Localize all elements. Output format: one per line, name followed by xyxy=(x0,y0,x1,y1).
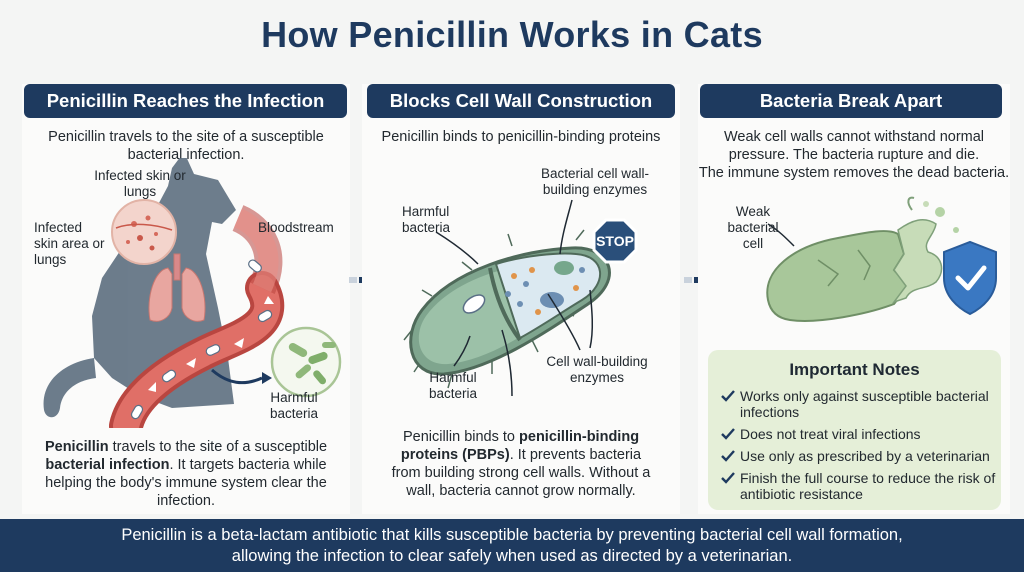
infected-skin-closeup xyxy=(111,199,177,265)
label-harmful-bacteria-1: Harmful bacteria xyxy=(269,390,319,421)
panel-header-3: Bacteria Break Apart xyxy=(700,84,1002,118)
panel-intro-2: Penicillin binds to penicillin-binding p… xyxy=(381,129,661,145)
bacterium-body xyxy=(403,229,611,389)
note-text: Finish the full course to reduce the ris… xyxy=(740,470,996,502)
ruptured-bacterium xyxy=(766,196,963,322)
intro-line-2: pressure. The bacteria rupture and die. xyxy=(728,147,980,163)
important-notes-box: Important Notes Works only against susce… xyxy=(708,350,1001,510)
note-item: Does not treat viral infections xyxy=(720,426,995,442)
label-enzymes-bottom: Cell wall-building enzymes xyxy=(546,354,648,385)
panel-body-2: Penicillin binds to penicillin-binding p… xyxy=(391,429,651,499)
footer-line-1: Penicillin is a beta-lactam antibiotic t… xyxy=(121,526,903,544)
ruptured-bacterium-illustration xyxy=(766,196,997,322)
label-weak-bacterial-cell: Weak bacterial cell xyxy=(727,204,779,251)
note-item: Use only as prescribed by a veterinarian xyxy=(720,448,995,464)
panel-blocks-cell-wall: Blocks Cell Wall Construction Penicillin… xyxy=(362,84,680,514)
label-bloodstream: Bloodstream xyxy=(258,220,334,235)
notes-title: Important Notes xyxy=(789,360,920,379)
footer-line-2: allowing the infection to clear safely w… xyxy=(231,547,793,565)
summary-footer: Penicillin is a beta-lactam antibiotic t… xyxy=(0,519,1024,572)
note-text: Works only against susceptible bacterial… xyxy=(740,388,989,420)
flow-arrows xyxy=(148,296,274,392)
note-text: Does not treat viral infections xyxy=(740,426,921,442)
note-text: Use only as prescribed by a veterinarian xyxy=(740,448,990,464)
lungs-icon xyxy=(148,253,206,322)
cat-bloodstream-illustration xyxy=(43,158,342,428)
note-item: Finish the full course to reduce the ris… xyxy=(720,470,995,502)
panel-intro-3: Weak cell walls cannot withstand normal … xyxy=(698,128,1010,182)
intro-line-3: The immune system removes the dead bacte… xyxy=(698,165,1010,181)
label-harmful-bacteria-2: Harmful bacteria xyxy=(402,204,451,235)
check-icon xyxy=(721,472,735,484)
label-infected-left: Infected skin area or lungs xyxy=(34,220,105,267)
check-icon xyxy=(721,390,735,402)
panel-reaches-infection: Penicillin Reaches the Infection Penicil… xyxy=(22,84,350,514)
intro-line-1: Weak cell walls cannot withstand normal xyxy=(723,129,985,145)
panel-intro-1: Penicillin travels to the site of a susc… xyxy=(48,129,324,163)
panel-header-1: Penicillin Reaches the Infection xyxy=(24,84,347,118)
bacterium-cutaway-illustration xyxy=(403,199,638,397)
harmful-bacteria-closeup xyxy=(270,326,342,398)
panel-header-2: Blocks Cell Wall Construction xyxy=(367,84,675,118)
shield-check-icon xyxy=(943,240,997,316)
check-icon xyxy=(721,428,735,440)
penicillin-pills xyxy=(130,259,273,420)
panel-body-1: Penicillin travels to the site of a susc… xyxy=(44,439,328,509)
pointer-arrow xyxy=(211,368,263,385)
stop-sign-icon xyxy=(592,218,638,264)
note-item: Works only against susceptible bacterial… xyxy=(720,388,995,420)
stop-sign-label: STOP xyxy=(596,233,634,249)
label-harmful-bacteria-3: Harmful bacteria xyxy=(428,370,478,401)
check-icon xyxy=(721,450,735,462)
page-title: How Penicillin Works in Cats xyxy=(261,14,763,55)
leader-line-weak xyxy=(767,223,795,247)
label-enzymes-top: Bacterial cell wall-building enzymes xyxy=(540,166,650,197)
label-infected-top: Infected skin or lungs xyxy=(94,168,186,199)
leader-lines xyxy=(435,199,594,397)
